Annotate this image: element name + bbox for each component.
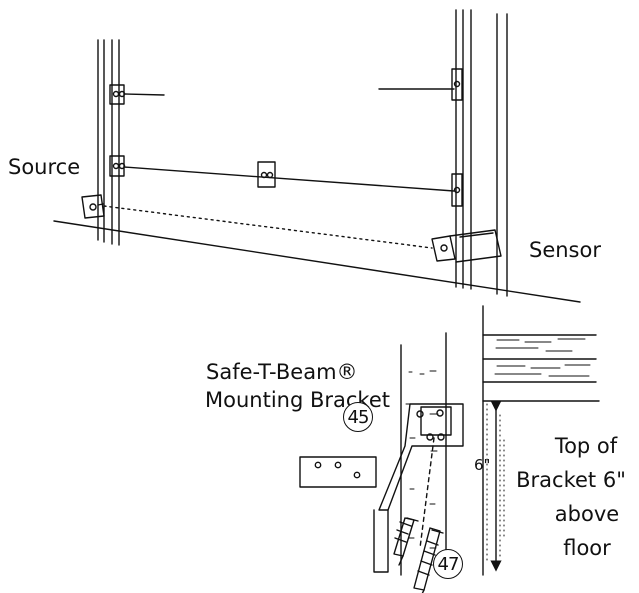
lower-bracket-detail [299, 305, 600, 593]
dimension-label: 6" [474, 456, 491, 474]
mounting-bracket [299, 403, 464, 573]
top-of-bracket-label-line-2: Bracket 6" [516, 468, 626, 492]
middle-hinge [257, 161, 276, 188]
left-hinge-top [109, 84, 126, 105]
floor-line [53, 220, 581, 303]
left-door-track [97, 39, 120, 246]
right-hinge-bottom [451, 173, 463, 207]
lower-lag-screw [413, 527, 444, 593]
top-of-bracket-label-line-3: above [554, 502, 620, 526]
sensor-label: Sensor [529, 238, 601, 262]
source-device [81, 194, 105, 219]
door-panel-line-middle [123, 166, 455, 192]
sensor-device [431, 229, 502, 263]
top-of-bracket-label-line-1: Top of [554, 434, 618, 458]
bracket-title-line-1: Safe-T-Beam® [206, 360, 358, 384]
right-hinge-top [451, 68, 463, 101]
door-panel-line-top-left [123, 93, 165, 96]
floor-band [482, 334, 600, 402]
screw-alignment-dashed-line [419, 437, 435, 549]
callout-47: 47 [433, 549, 463, 579]
left-hinge-bottom [109, 155, 126, 177]
callout-45: 45 [343, 402, 373, 432]
source-label: Source [8, 155, 81, 179]
wall-hatching [405, 338, 591, 549]
upper-lag-screw [393, 517, 419, 566]
right-door-track [455, 9, 508, 297]
upper-garage-door-scene [53, 9, 581, 303]
safety-beam [103, 205, 433, 249]
top-of-bracket-label-line-4: floor [563, 536, 611, 560]
